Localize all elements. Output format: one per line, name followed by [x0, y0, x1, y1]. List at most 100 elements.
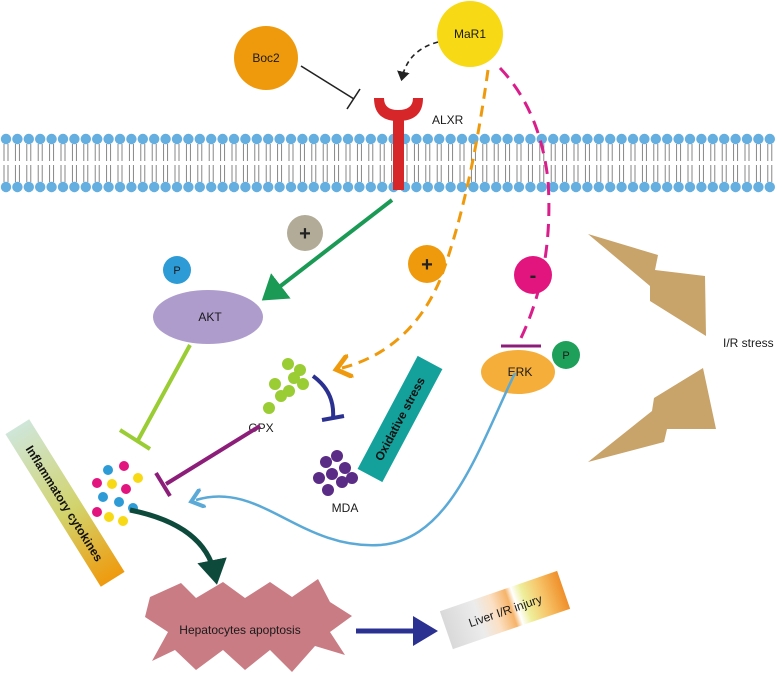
lipid-head	[274, 133, 285, 145]
lipid-head	[525, 181, 536, 193]
lipid-head	[114, 133, 126, 145]
lipid-head	[80, 181, 92, 193]
lipid-head	[69, 181, 80, 193]
mar1-binding-arrow	[397, 41, 439, 82]
lipid-head	[502, 133, 513, 145]
lipid-head	[149, 133, 160, 145]
mar1-label: MaR1	[454, 27, 486, 41]
lipid-head	[741, 133, 753, 145]
lipid-head	[160, 181, 171, 193]
lipid-head	[411, 181, 422, 193]
plus-sign-akt	[287, 215, 323, 251]
lipid-head	[559, 181, 570, 193]
lipid-head	[377, 133, 388, 145]
inflammatory-cytokines-label: Inflammatory cytokines	[23, 443, 106, 564]
lipid-head	[331, 133, 342, 145]
lipid-head	[434, 133, 445, 145]
lipid-head	[753, 181, 764, 193]
lipid-head	[764, 181, 775, 193]
lipid-head	[593, 181, 604, 193]
lipid-head	[342, 181, 354, 193]
lipid-head	[605, 181, 616, 193]
plus-sign-gpx-text: +	[421, 254, 433, 276]
lipid-head	[137, 133, 148, 145]
alxr-receptor	[374, 98, 423, 190]
gpx-cytokine-inhibit	[164, 424, 262, 486]
lipid-head	[126, 181, 137, 193]
alxr-akt-arrow	[261, 198, 394, 301]
lipid-head	[217, 133, 228, 145]
lipid-head	[445, 181, 456, 193]
mar1-node	[437, 1, 503, 67]
lipid-head	[627, 181, 639, 193]
lipid-head	[730, 133, 741, 145]
cytokine-molecules	[92, 461, 143, 526]
cytokine-apoptosis-arrow	[129, 507, 227, 585]
hepatocytes-apoptosis-label: Hepatocytes apoptosis	[179, 623, 300, 637]
lipid-head	[650, 133, 661, 145]
lipid-head	[719, 133, 730, 145]
gpx-mda-inhibit	[311, 374, 345, 422]
lipid-head	[137, 181, 148, 193]
lipid-head	[422, 181, 433, 193]
lipid-head	[297, 181, 308, 193]
lipid-head	[183, 181, 194, 193]
lipid-head	[23, 133, 34, 145]
lipid-head	[285, 181, 297, 193]
lipid-head	[684, 181, 696, 193]
lipid-head	[491, 133, 502, 145]
erk-node	[481, 350, 555, 394]
lipid-head	[570, 181, 582, 193]
cell-membrane	[0, 133, 775, 193]
lipid-head	[228, 181, 240, 193]
lipid-head	[639, 181, 650, 193]
lipid-head	[730, 181, 741, 193]
minus-sign-erk	[514, 256, 552, 294]
lipid-head	[240, 181, 251, 193]
lipid-head	[57, 133, 69, 145]
lipid-head	[570, 133, 582, 145]
lipid-head	[605, 133, 616, 145]
lipid-head	[331, 181, 342, 193]
lipid-head	[35, 133, 46, 145]
lipid-head	[171, 181, 183, 193]
lipid-head	[342, 133, 354, 145]
lipid-head	[468, 181, 479, 193]
lipid-head	[365, 133, 376, 145]
alxr-label: ALXR	[432, 113, 464, 127]
lipid-head	[354, 181, 365, 193]
lipid-head	[171, 133, 183, 145]
lipid-head	[194, 181, 205, 193]
lipid-head	[240, 133, 251, 145]
lipid-head	[502, 181, 513, 193]
lipid-head	[719, 181, 730, 193]
lipid-head	[263, 181, 274, 193]
lipid-head	[593, 133, 604, 145]
boc2-node	[234, 26, 298, 90]
lipid-head	[0, 181, 12, 193]
lipid-head	[662, 133, 673, 145]
lipid-head	[548, 133, 559, 145]
lipid-head	[616, 133, 627, 145]
lipid-head	[741, 181, 753, 193]
lipid-head	[525, 133, 536, 145]
plus-sign-gpx	[408, 245, 446, 283]
boc2-label: Boc2	[252, 51, 280, 65]
lipid-head	[274, 181, 285, 193]
lipid-head	[616, 181, 627, 193]
gpx-molecules	[263, 358, 309, 414]
lipid-head	[12, 133, 23, 145]
lipid-head	[513, 181, 525, 193]
lipid-head	[491, 181, 502, 193]
lipid-head	[23, 181, 34, 193]
lipid-head	[126, 133, 137, 145]
lipid-head	[46, 133, 57, 145]
oxidative-stress-box: Oxidative stress	[357, 355, 443, 483]
lipid-head	[377, 181, 388, 193]
lipid-head	[228, 133, 240, 145]
lipid-head	[160, 133, 171, 145]
mda-label: MDA	[332, 501, 359, 515]
lipid-head	[80, 133, 92, 145]
